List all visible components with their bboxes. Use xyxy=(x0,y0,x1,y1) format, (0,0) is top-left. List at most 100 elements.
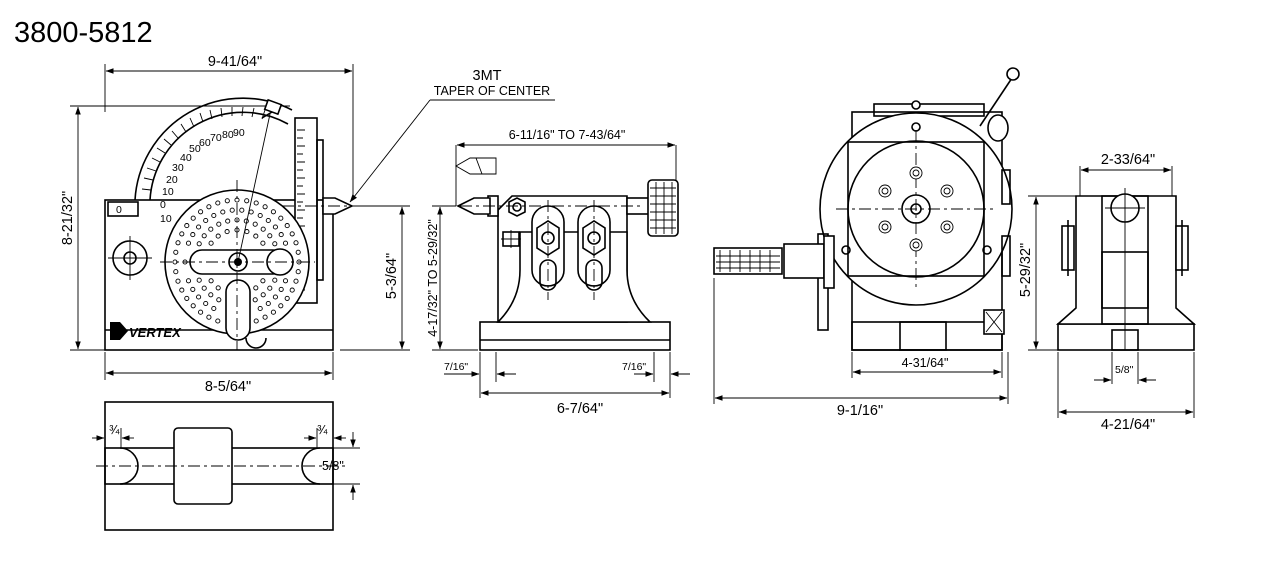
callout-taper-text: TAPER OF CENTER xyxy=(434,84,550,98)
face-bolt-hole-inner xyxy=(943,187,951,195)
base-slot-right-label: ¾ xyxy=(317,423,328,437)
index-hole xyxy=(185,278,192,284)
index-hole xyxy=(225,218,231,224)
index-hole xyxy=(267,285,273,291)
index-hole xyxy=(206,204,212,210)
index-hole xyxy=(282,278,289,284)
scale-zero-label: 0 xyxy=(116,204,122,216)
index-hole xyxy=(282,240,289,246)
svg-text:10: 10 xyxy=(162,186,174,198)
index-hole xyxy=(198,209,204,215)
tailstock-view: 6-11/16" TO 7-43/64" xyxy=(426,128,690,417)
index-hole xyxy=(295,269,301,275)
index-hole xyxy=(196,241,202,247)
index-hole xyxy=(224,229,230,235)
tailstock-base-length-label: 6-7/64" xyxy=(557,401,603,417)
index-hole xyxy=(262,204,268,210)
index-hole xyxy=(208,226,214,232)
tailstock-center-span-label: 6-11/16" TO 7-43/64" xyxy=(509,128,626,142)
index-hole xyxy=(175,240,181,246)
index-hole xyxy=(208,240,214,246)
svg-text:10: 10 xyxy=(160,213,172,225)
index-hole xyxy=(179,287,185,293)
index-hole xyxy=(190,215,196,221)
index-hole xyxy=(179,231,185,237)
index-hole xyxy=(175,278,181,284)
index-hole xyxy=(270,309,276,315)
index-hole xyxy=(203,217,209,224)
tailstock-slot-left-label: 7/16" xyxy=(444,361,468,373)
index-hole xyxy=(289,287,295,293)
angle-scale-ticks xyxy=(141,106,266,201)
index-hole xyxy=(184,295,190,301)
index-hole xyxy=(216,221,222,227)
svg-text:40: 40 xyxy=(180,152,192,164)
index-hole xyxy=(293,240,299,246)
index-hole xyxy=(272,241,278,247)
index-hole xyxy=(253,285,259,291)
svg-text:90: 90 xyxy=(233,127,245,139)
index-hole xyxy=(272,294,278,300)
end-top-width-label: 2-33/64" xyxy=(1101,152,1155,168)
face-bolt-hole-inner xyxy=(912,241,920,249)
index-hole xyxy=(248,209,254,215)
index-hole xyxy=(224,198,230,204)
index-hole xyxy=(272,277,278,283)
svg-text:20: 20 xyxy=(166,174,178,186)
index-hole xyxy=(216,297,222,303)
index-hole xyxy=(190,286,196,292)
index-hole xyxy=(262,314,268,320)
index-hole xyxy=(265,217,271,224)
index-hole xyxy=(184,223,190,229)
face-bolt-hole-inner xyxy=(881,187,889,195)
index-hole xyxy=(201,233,207,239)
tailstock-center-height-label: 4-17/32" TO 5-29/32" xyxy=(426,219,440,337)
end-view: 2-33/64" 5-29/32" 5/8" 4-21/64" xyxy=(1018,152,1197,433)
index-hole xyxy=(252,221,258,227)
svg-text:50: 50 xyxy=(189,143,201,155)
svg-text:60: 60 xyxy=(199,137,211,149)
index-hole xyxy=(260,240,266,246)
svg-text:70: 70 xyxy=(210,132,222,144)
index-hole xyxy=(196,277,202,283)
index-hole xyxy=(190,303,196,309)
index-hole xyxy=(244,198,250,204)
index-hole xyxy=(215,200,221,206)
index-hole xyxy=(253,200,259,206)
index-hole xyxy=(196,224,202,230)
base-slot-left-label: ¾ xyxy=(109,423,120,437)
index-hole xyxy=(215,285,221,291)
index-hole xyxy=(203,300,209,307)
face-bolt-holes xyxy=(878,166,954,252)
part-number-title: 3800-5812 xyxy=(14,17,153,49)
side-base-width-label: 4-31/64" xyxy=(902,356,949,370)
index-hole xyxy=(257,212,263,219)
index-hole xyxy=(284,295,290,301)
index-hole xyxy=(229,207,235,213)
base-plan-view: ¾ ¾ 5/8" xyxy=(92,401,360,531)
index-hole xyxy=(257,305,263,312)
index-hole xyxy=(267,233,273,239)
index-hole xyxy=(215,233,221,239)
index-hole xyxy=(295,249,301,255)
callout-taper-size: 3MT xyxy=(473,68,502,84)
index-hole xyxy=(270,209,276,215)
index-hole xyxy=(211,212,217,219)
index-hole xyxy=(260,292,266,298)
index-hole xyxy=(208,278,214,284)
front-base-width-label: 8-5/64" xyxy=(205,379,251,395)
index-hole xyxy=(173,249,179,255)
index-hole xyxy=(278,286,284,292)
svg-text:80: 80 xyxy=(222,129,234,141)
end-key-width-label: 5/8" xyxy=(1115,364,1134,376)
index-hole xyxy=(190,232,196,238)
index-hole xyxy=(220,209,226,215)
index-hole xyxy=(185,240,192,246)
index-hole xyxy=(260,226,266,232)
index-hole xyxy=(198,309,204,315)
index-hole xyxy=(239,207,245,213)
index-hole xyxy=(278,232,284,238)
face-bolt-hole-inner xyxy=(912,169,920,177)
brand-name: VERTEX xyxy=(129,325,182,340)
